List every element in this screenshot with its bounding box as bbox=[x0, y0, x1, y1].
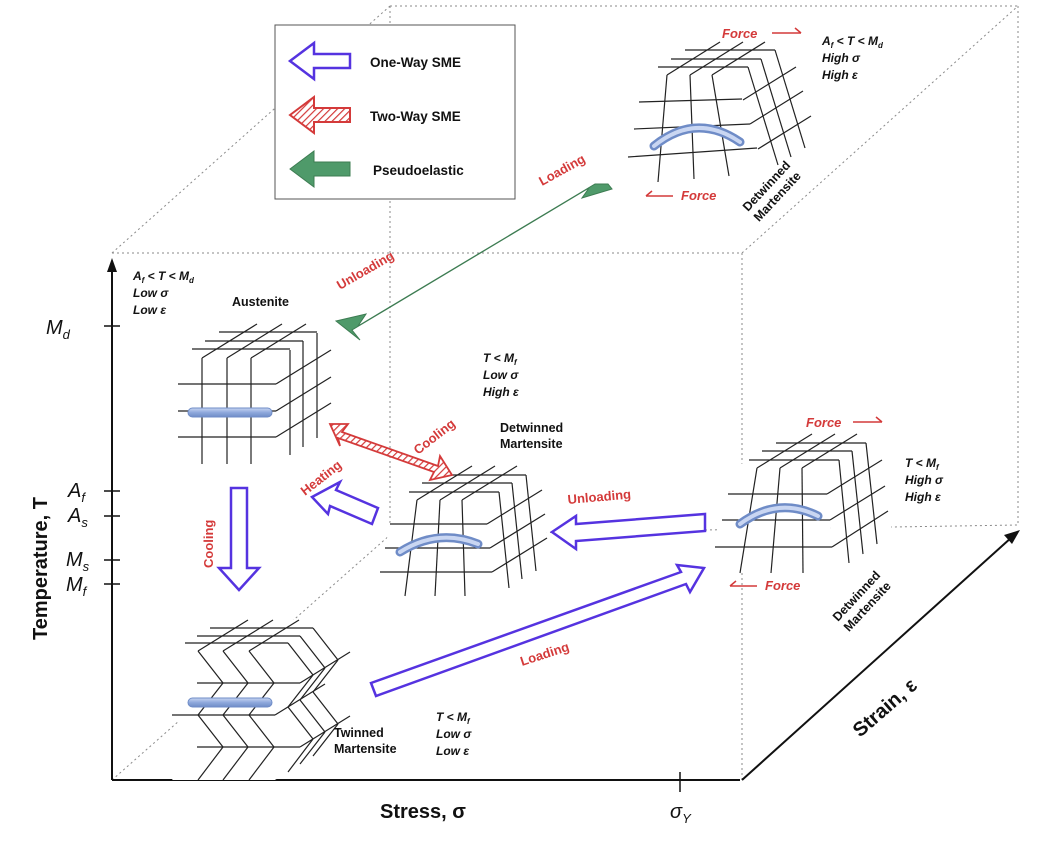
detwinned-right-label: Detwinned Martensite bbox=[830, 568, 894, 634]
detwinned-center-cond-stress: Low σ bbox=[483, 368, 519, 382]
tick-as: As bbox=[67, 505, 88, 530]
tick-af: Af bbox=[67, 480, 86, 505]
axes bbox=[104, 258, 1020, 792]
force-arrow-top-1 bbox=[772, 27, 802, 34]
detwinned-right-cond-strain: High ε bbox=[905, 490, 941, 504]
unloading-label-lower: Unloading bbox=[567, 487, 632, 507]
twinned-rod bbox=[187, 697, 273, 708]
loading-label-top: Loading bbox=[536, 151, 588, 189]
detwinned-right-cond-temp: T < Mf bbox=[905, 456, 940, 472]
austenite-rod bbox=[187, 407, 273, 418]
tick-ms: Ms bbox=[66, 549, 90, 574]
detwinned-right-cond-stress: High σ bbox=[905, 473, 944, 487]
force-label-top-1: Force bbox=[722, 26, 757, 41]
twinned-label-1: Twinned bbox=[334, 726, 384, 740]
legend-pseudoelastic-label: Pseudoelastic bbox=[373, 163, 464, 178]
legend-two-way-arrow bbox=[288, 95, 351, 135]
legend-one-way-label: One-Way SME bbox=[370, 55, 461, 70]
detwinned-center-cond-strain: High ε bbox=[483, 385, 519, 399]
temperature-axis-title: Temperature, T bbox=[30, 497, 52, 640]
force-label-right-1: Force bbox=[806, 415, 841, 430]
force-label-right-2: Force bbox=[765, 578, 800, 593]
detwinned-top-cube bbox=[623, 41, 818, 185]
cooling-label-two-way: Cooling bbox=[411, 416, 458, 458]
detwinned-center-label-2: Martensite bbox=[500, 437, 563, 451]
detwinned-center-cond-temp: T < Mf bbox=[483, 351, 518, 367]
tick-sigma-y: σY bbox=[670, 801, 692, 826]
loading-label-lower: Loading bbox=[518, 639, 571, 669]
legend: One-Way SME Two-Way SME Pseudoelastic bbox=[274, 24, 516, 200]
austenite-cond-stress: Low σ bbox=[133, 286, 169, 300]
twinned-cond-stress: Low σ bbox=[436, 727, 472, 741]
twinned-cond-temp: T < Mf bbox=[436, 710, 471, 726]
cooling-label-one-way: Cooling bbox=[201, 520, 216, 568]
force-arrow-right-1 bbox=[853, 416, 883, 423]
detwinned-top-cond-temp: Af < T < Md bbox=[821, 34, 884, 50]
force-arrow-right-2 bbox=[729, 580, 757, 587]
loading-lower-arrow bbox=[369, 563, 707, 698]
cooling-down-arrow bbox=[216, 486, 262, 592]
strain-axis-title: Strain, ε bbox=[849, 674, 922, 742]
pseudoelastic-arrow bbox=[334, 183, 613, 341]
tick-md: Md bbox=[46, 317, 71, 342]
heating-arrow bbox=[309, 479, 380, 526]
twinned-label-2: Martensite bbox=[334, 742, 397, 756]
twinned-cube bbox=[172, 619, 351, 781]
detwinned-right-cube bbox=[708, 433, 892, 574]
detwinned-center-label-1: Detwinned bbox=[500, 421, 563, 435]
unloading-lower-arrow bbox=[549, 512, 707, 552]
tick-mf: Mf bbox=[66, 574, 88, 599]
two-way-sme-arrow bbox=[328, 423, 454, 482]
austenite-cond-strain: Low ε bbox=[133, 303, 166, 317]
force-label-top-2: Force bbox=[681, 188, 716, 203]
austenite-label: Austenite bbox=[232, 295, 289, 309]
unloading-label-top: Unloading bbox=[334, 248, 397, 293]
detwinned-center-cube bbox=[375, 465, 550, 597]
detwinned-top-cond-stress: High σ bbox=[822, 51, 861, 65]
legend-two-way-label: Two-Way SME bbox=[370, 109, 461, 124]
twinned-cond-strain: Low ε bbox=[436, 744, 469, 758]
force-arrow-top-2 bbox=[645, 190, 673, 197]
legend-one-way-arrow bbox=[287, 40, 352, 82]
stress-axis-title: Stress, σ bbox=[380, 801, 466, 823]
legend-pseudoelastic-arrow bbox=[289, 150, 351, 188]
detwinned-top-cond-strain: High ε bbox=[822, 68, 858, 82]
austenite-cube bbox=[178, 323, 332, 464]
austenite-cond-temp: Af < T < Md bbox=[132, 269, 195, 285]
